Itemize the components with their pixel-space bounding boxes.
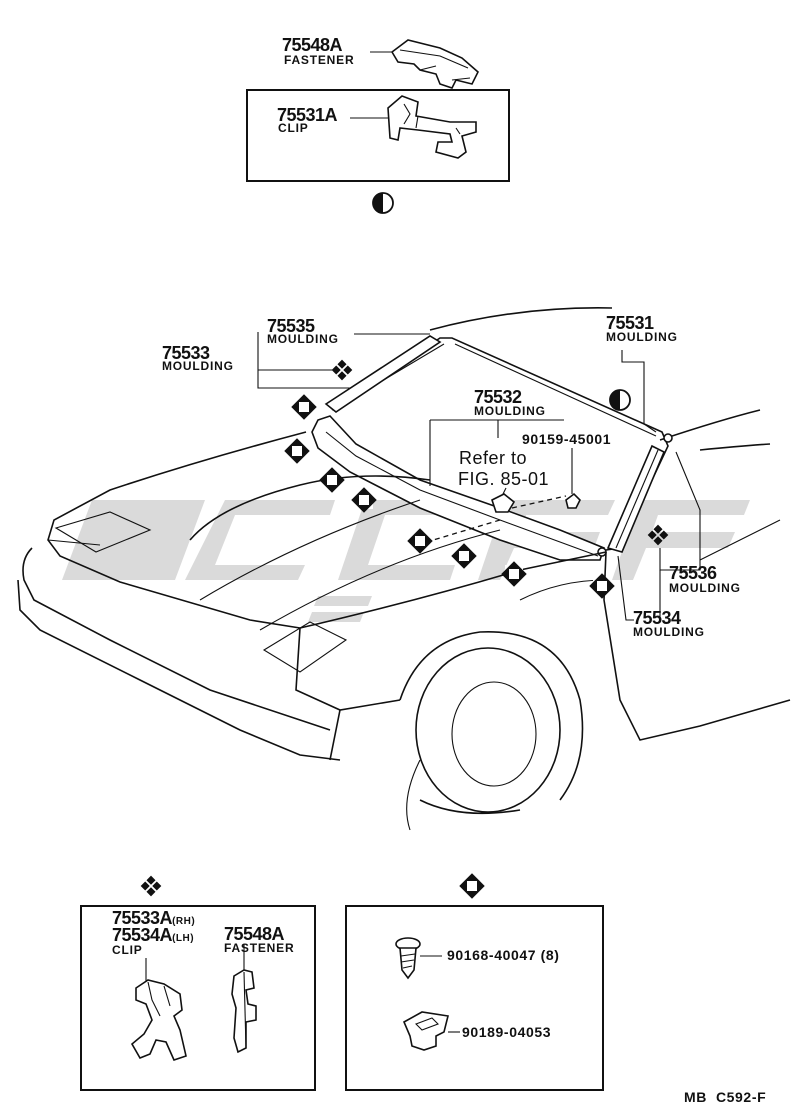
screw-90168-label: 90168-40047 (8)	[447, 947, 560, 963]
hardware-detail-box	[345, 905, 604, 1091]
fastener-75548a-drawing	[390, 39, 479, 89]
moulding-75532-number: 75532	[474, 387, 522, 407]
moulding-75535-number: 75535	[267, 316, 315, 336]
clip-lh-number: 75534A(LH)	[112, 925, 195, 945]
figure-code: MB C592-F	[684, 1089, 767, 1105]
outline-diamond-icon	[319, 467, 345, 493]
outline-diamond-icon	[291, 394, 317, 420]
moulding-75531-number: 75531	[606, 313, 654, 333]
fastener-part-number: 75548A	[282, 35, 343, 55]
moulding-75536-name: MOULDING	[669, 581, 741, 595]
outline-diamond-icon	[407, 528, 433, 554]
quad-diamond-icon	[647, 524, 669, 546]
quad-diamond-icon	[140, 875, 162, 897]
clip-75531a-drawing	[387, 95, 477, 159]
outline-diamond-icon	[501, 561, 527, 587]
clip-75533a-drawing	[130, 979, 187, 1061]
outline-diamond-icon	[589, 573, 615, 599]
fastener-part-name: FASTENER	[284, 53, 355, 67]
clip-rh-number: 75533A(RH)	[112, 908, 196, 928]
clip-part-name: CLIP	[278, 121, 309, 135]
nut-90189-drawing	[402, 1011, 449, 1051]
car-body	[17, 307, 791, 831]
cowl-nut	[491, 492, 581, 513]
refer-to-text: Refer to	[459, 448, 528, 468]
screw-90159-number: 90159-45001	[522, 431, 612, 447]
outline-diamond-icon	[451, 543, 477, 569]
quad-diamond-icon	[331, 359, 353, 381]
fastener-75548a-small-drawing	[231, 969, 257, 1054]
nut-90189-label: 90189-04053	[462, 1024, 552, 1040]
fig-reference-text: FIG. 85-01	[458, 469, 550, 489]
clip-part-number: 75531A	[277, 105, 338, 125]
moulding-75531-name: MOULDING	[606, 330, 678, 344]
outline-diamond-icon	[284, 438, 310, 464]
moulding-75533-name: MOULDING	[162, 359, 234, 373]
callout-lines	[257, 332, 701, 621]
clip-fastener-detail-box	[80, 905, 316, 1091]
screw-90168-drawing	[395, 937, 421, 980]
moulding-75534-number: 75534	[633, 608, 681, 628]
moulding-75536-number: 75536	[669, 563, 717, 583]
moulding-75533-number: 75533	[162, 343, 210, 363]
clip-name: CLIP	[112, 943, 143, 957]
outline-diamond-icon	[351, 487, 377, 513]
moulding-75532-name: MOULDING	[474, 404, 546, 418]
fastener-small-number: 75548A	[224, 924, 285, 944]
moulding-75535-name: MOULDING	[267, 332, 339, 346]
outline-diamond-icon	[459, 873, 485, 899]
fastener-small-name: FASTENER	[224, 941, 295, 955]
clip-detail-box	[246, 89, 510, 182]
moulding-75534-name: MOULDING	[633, 625, 705, 639]
